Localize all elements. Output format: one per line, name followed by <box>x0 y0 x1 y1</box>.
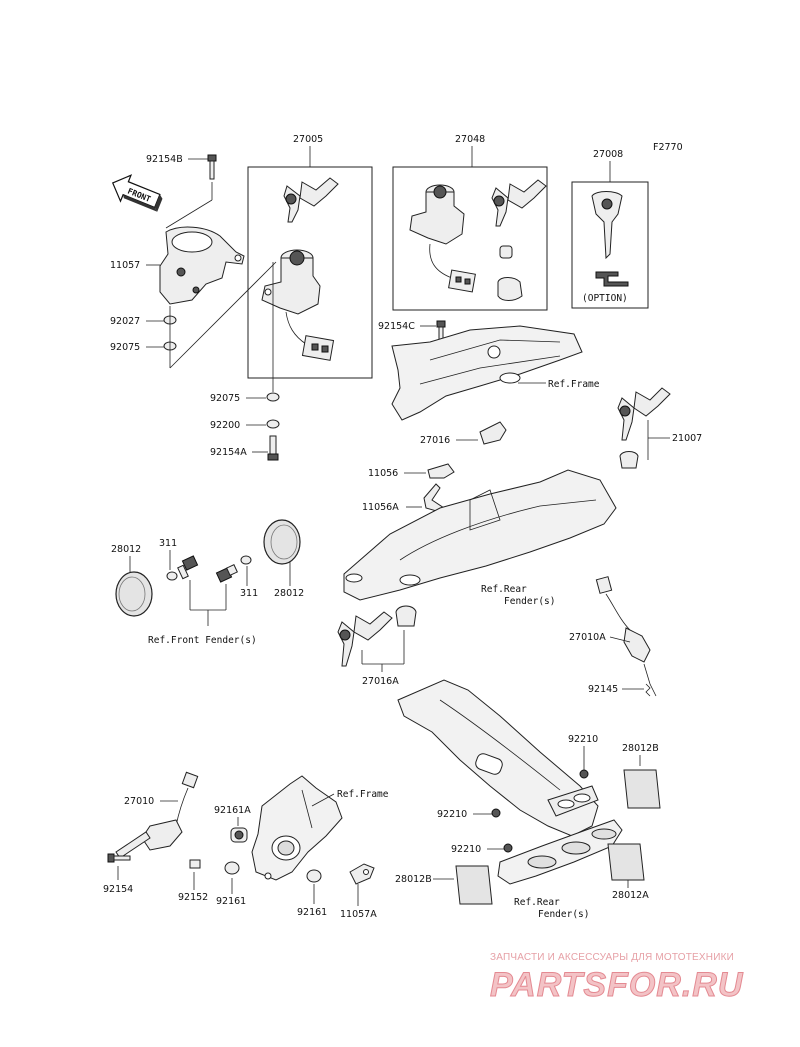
frame-mid <box>391 325 583 421</box>
switch-27010 <box>115 771 199 859</box>
label-27010: 27010 <box>124 796 154 807</box>
nut-92210-bot <box>503 843 513 853</box>
label-ref-front-fender: Ref.Front Fender(s) <box>148 635 257 646</box>
label-27016: 27016 <box>420 435 450 446</box>
label-27010A: 27010A <box>569 632 606 643</box>
reflector-28012-left <box>115 571 153 617</box>
label-92154A: 92154A <box>210 447 247 458</box>
reflector-28012A <box>607 843 645 881</box>
label-92200: 92200 <box>210 420 240 431</box>
bolt-92154B <box>207 154 217 180</box>
keys-27048 <box>491 179 547 301</box>
label-ref-frame-1: Ref.Frame <box>548 379 600 390</box>
label-28012B-top: 28012B <box>622 743 659 754</box>
box-27048 <box>392 166 548 311</box>
label-92027: 92027 <box>110 316 140 327</box>
label-option: (OPTION) <box>582 293 628 304</box>
bracket-11056A <box>423 483 445 513</box>
label-28012-left: 28012 <box>111 544 141 555</box>
label-ref-rear-fender-2a: Ref.Rear <box>514 897 560 908</box>
diagram-code: F2770 <box>653 142 683 153</box>
label-28012A: 28012A <box>612 890 649 901</box>
switch-27010A <box>595 576 657 697</box>
label-11057: 11057 <box>110 260 140 271</box>
watermark-logo: PARTSFOR.RU <box>489 966 744 1005</box>
label-27008: 27008 <box>593 149 623 160</box>
label-92161-right: 92161 <box>297 907 327 918</box>
label-92210-top: 92210 <box>568 734 598 745</box>
collar-92152 <box>189 859 201 869</box>
label-ref-rear-fender-2b: Fender(s) <box>538 909 589 920</box>
switch-27016 <box>479 421 507 445</box>
nut-92210-top <box>579 769 589 779</box>
label-28012-right: 28012 <box>274 588 304 599</box>
reflector-28012B-top <box>623 769 661 809</box>
grommet-92161-right <box>306 869 322 883</box>
label-21007: 21007 <box>672 433 702 444</box>
label-11056: 11056 <box>368 468 398 479</box>
watermark-tagline: ЗАПЧАСТИ И АКСЕССУАРЫ ДЛЯ МОТОТЕХНИКИ <box>490 952 735 963</box>
keys-27016A <box>337 605 417 667</box>
front-arrow-icon: FRONT <box>111 174 163 212</box>
label-27016A: 27016A <box>362 676 399 687</box>
bracket-11056 <box>427 463 455 479</box>
washer-92075-mid <box>266 392 280 402</box>
label-ref-rear-fender-1b: Fender(s) <box>504 596 555 607</box>
key-27008 <box>591 191 629 287</box>
label-92161A: 92161A <box>214 805 251 816</box>
nut-311-left <box>166 571 178 581</box>
nut-92210-mid <box>491 808 501 818</box>
ignition-switch-27048 <box>409 184 476 293</box>
rear-fender-upper <box>343 469 617 601</box>
label-92154B: 92154B <box>146 154 183 165</box>
stud-left <box>177 555 199 580</box>
label-11057A: 11057A <box>340 909 377 920</box>
label-27048: 27048 <box>455 134 485 145</box>
label-311-right: 311 <box>240 588 258 599</box>
reflector-28012B-bot <box>455 865 493 905</box>
label-92154: 92154 <box>103 884 133 895</box>
keys-27005 <box>283 177 339 223</box>
label-ref-frame-2: Ref.Frame <box>337 789 389 800</box>
label-92154C: 92154C <box>378 321 415 332</box>
keys-21007 <box>617 387 671 469</box>
grommet-92161A <box>230 827 248 843</box>
label-ref-rear-fender-1a: Ref.Rear <box>481 584 527 595</box>
label-92161-left: 92161 <box>216 896 246 907</box>
bolt-92154A <box>267 435 279 461</box>
reflector-28012-right <box>263 519 301 565</box>
rear-fender-lower <box>397 679 623 885</box>
stay-11057A <box>349 863 375 885</box>
bracket-11057 <box>159 226 245 305</box>
label-92152: 92152 <box>178 892 208 903</box>
label-28012B-bot: 28012B <box>395 874 432 885</box>
label-92210-mid: 92210 <box>437 809 467 820</box>
stud-right <box>215 564 238 583</box>
grommet-92161-left <box>224 861 240 875</box>
ignition-switch-27005 <box>261 249 335 361</box>
label-92075-mid: 92075 <box>210 393 240 404</box>
washer-92200 <box>266 419 280 429</box>
label-92075-left: 92075 <box>110 342 140 353</box>
label-92210-bot: 92210 <box>451 844 481 855</box>
label-11056A: 11056A <box>362 502 399 513</box>
bolt-92154 <box>107 853 131 863</box>
label-311-left: 311 <box>159 538 177 549</box>
label-27005: 27005 <box>293 134 323 145</box>
label-92145: 92145 <box>588 684 618 695</box>
bracket-frame-lower <box>251 775 343 881</box>
nut-311-right <box>240 555 252 565</box>
spring-92145 <box>645 683 651 697</box>
